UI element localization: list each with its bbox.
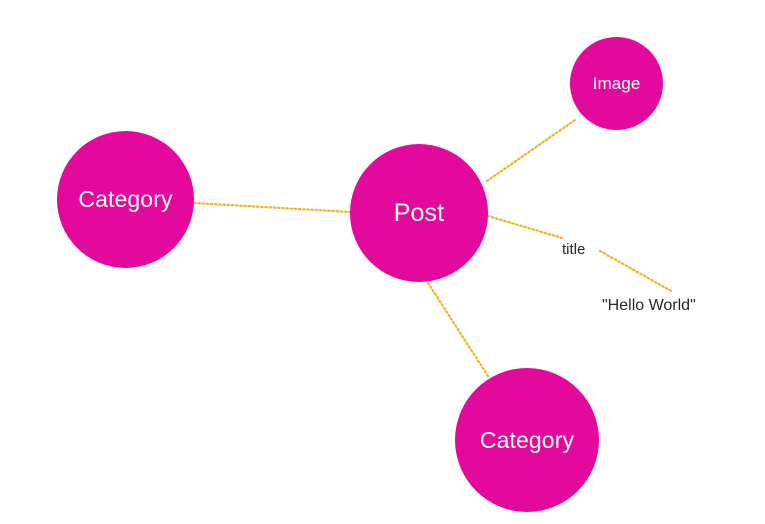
graph-node-category-bottom[interactable]: Category xyxy=(455,368,599,512)
graph-node-label: Category xyxy=(78,186,173,212)
graph-node-image[interactable]: Image xyxy=(570,37,663,130)
edge-label-title: title xyxy=(562,241,586,258)
graph-node-category-left[interactable]: Category xyxy=(57,131,194,268)
edge-post-image xyxy=(485,118,577,183)
edge-post-category-left xyxy=(192,201,352,214)
graph-node-post[interactable]: Post xyxy=(350,144,488,282)
edge-post-title xyxy=(486,214,564,240)
edge-title-value xyxy=(598,249,675,294)
graph-node-label: Post xyxy=(393,198,445,227)
graph-node-label: Category xyxy=(479,426,575,453)
value-node-title: "Hello World" xyxy=(602,297,696,314)
edge-post-category-bottom xyxy=(426,281,490,378)
graph-node-label: Image xyxy=(592,74,641,93)
